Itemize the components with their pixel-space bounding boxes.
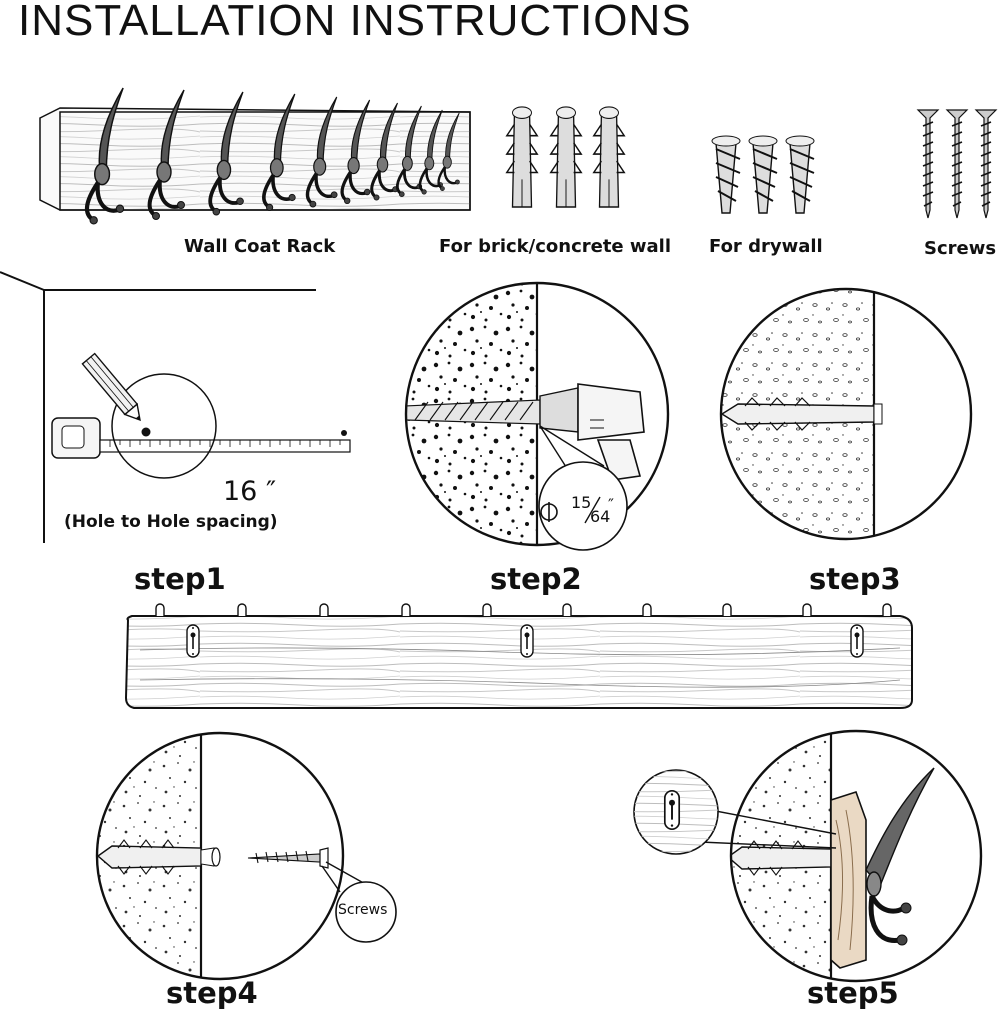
drill-bit-denominator: 64 — [590, 507, 610, 526]
hole-distance: 16 ″ — [223, 476, 277, 507]
drywall-anchors-illustration — [711, 135, 815, 214]
screws-label: Screws — [924, 238, 997, 259]
step2-drill-illustration — [404, 281, 670, 551]
brick-anchor-label: For brick/concrete wall — [439, 236, 672, 257]
step1-label: step1 — [134, 562, 226, 596]
step5-mounted-illustration — [633, 729, 983, 983]
brick-anchors-illustration — [505, 106, 626, 208]
drill-bit-numerator: 15 — [571, 493, 591, 512]
coat-rack-label: Wall Coat Rack — [184, 236, 336, 257]
drill-bit-unit: ″ — [608, 495, 614, 514]
step5-label: step5 — [807, 976, 899, 1010]
step1-measure-illustration — [0, 271, 351, 543]
step3-anchor-illustration — [719, 287, 973, 541]
step4-label: step4 — [166, 976, 258, 1010]
coat-rack-illustration — [39, 88, 471, 224]
step3-label: step3 — [809, 562, 901, 596]
rack-board-illustration — [124, 603, 913, 709]
page-title: INSTALLATION INSTRUCTIONS — [18, 0, 692, 45]
step4-screws-callout: Screws — [338, 902, 388, 918]
hole-spacing-label: (Hole to Hole spacing) — [64, 512, 278, 532]
step2-label: step2 — [490, 562, 582, 596]
screws-illustration — [917, 109, 997, 219]
drywall-anchor-label: For drywall — [709, 236, 823, 257]
step4-screw-illustration — [95, 731, 397, 981]
